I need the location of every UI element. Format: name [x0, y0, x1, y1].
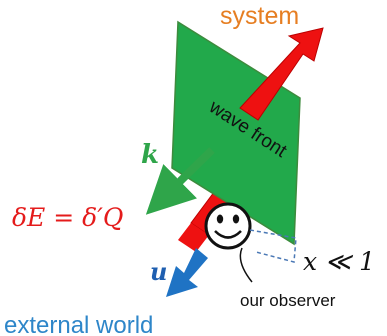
- observer-label: our observer: [240, 291, 336, 310]
- k-arrow: [145, 147, 215, 215]
- red-arrow-upper: [239, 27, 324, 121]
- observer-pointer: [239, 247, 253, 283]
- smiley-face-icon: [204, 202, 252, 250]
- wave-front-plate: [171, 20, 301, 246]
- external-world-label: external world: [4, 312, 153, 336]
- system-label: system: [220, 2, 299, 30]
- dashed-guide: [249, 229, 297, 263]
- u-arrow: [166, 248, 208, 297]
- energy-relation-label: δE = δ′Q: [12, 203, 123, 232]
- red-arrow-tail: [178, 223, 209, 252]
- u-label: u: [150, 257, 167, 286]
- x-relation-label: x ≪ 1: [303, 247, 375, 276]
- k-label: k: [141, 140, 159, 170]
